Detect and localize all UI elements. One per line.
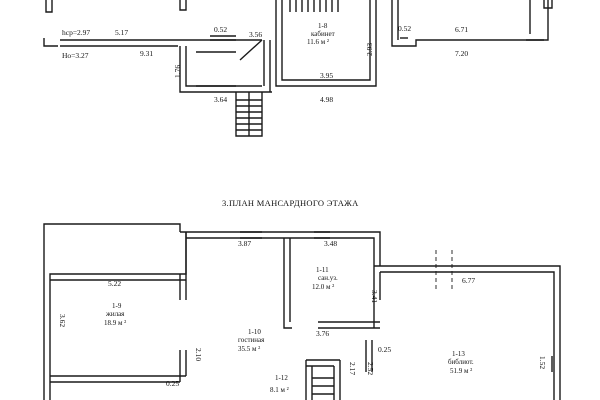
dim-5-22: 5.22 <box>108 279 121 288</box>
dim-3-41: 3.41 <box>370 290 379 303</box>
room-1-10-area: 35.5 м ² <box>238 345 260 353</box>
dim-0-52-b: 0.52 <box>398 24 411 33</box>
dim-1-52: 1.52 <box>538 356 547 369</box>
room-1-9-name: жилая <box>105 310 125 318</box>
upper-floor-walls <box>43 0 553 137</box>
dim-3-87: 3.87 <box>238 239 251 248</box>
dim-3-56: 3.56 <box>249 30 262 39</box>
dim-4-98: 4.98 <box>320 95 333 104</box>
room-1-10-id: 1-10 <box>248 328 261 336</box>
dim-5-17: 5.17 <box>115 28 128 37</box>
dim-0-25-b: 0.25 <box>166 379 179 388</box>
dim-2-52: 2.52 <box>366 362 375 375</box>
dim-2-10: 2.10 <box>194 348 203 361</box>
dim-3-76: 3.76 <box>316 329 329 338</box>
dim-0-52-a: 0.52 <box>214 25 227 34</box>
dim-9-31: 9.31 <box>140 49 153 58</box>
room-1-10-name: гостиная <box>238 336 265 344</box>
room-1-9-area: 18.9 м ² <box>104 319 126 327</box>
dim-3-95: 3.95 <box>320 71 333 80</box>
mansard-floor-walls <box>43 223 561 400</box>
dim-3-48: 3.48 <box>324 239 337 248</box>
ho-label: Ho=3.27 <box>62 51 89 60</box>
dim-1-76: 1.76 <box>173 65 182 78</box>
room-1-12-id: 1-12 <box>275 374 288 382</box>
room-1-8-name: кабинет <box>311 30 335 38</box>
dim-3-64: 3.64 <box>214 95 227 104</box>
room-1-11-area: 12.0 м ² <box>312 283 334 291</box>
dim-0-25-a: 0.25 <box>378 345 391 354</box>
room-1-13-name: библиот. <box>448 358 474 366</box>
room-1-8-id: 1-8 <box>318 22 328 30</box>
dim-6-77: 6.77 <box>462 276 475 285</box>
room-1-8-area: 11.6 м ² <box>307 38 329 46</box>
dim-7-20: 7.20 <box>455 49 468 58</box>
dim-6-71: 6.71 <box>455 25 468 34</box>
room-1-11-id: 1-11 <box>316 266 329 274</box>
room-1-13-area: 51.9 м ² <box>450 367 472 375</box>
room-1-11-name: сан.уз. <box>318 274 338 282</box>
plan-title: 3.ПЛАН МАНСАРДНОГО ЭТАЖА <box>222 198 359 208</box>
dim-2-17: 2.17 <box>348 362 357 375</box>
room-1-13-id: 1-13 <box>452 350 465 358</box>
hcp-label: hcp=2.97 <box>62 28 90 37</box>
room-1-12-area: 8.1 м ² <box>270 386 289 394</box>
room-1-9-id: 1-9 <box>112 302 122 310</box>
dim-2-93: 2.93 <box>365 43 374 56</box>
dim-3-62: 3.62 <box>58 314 67 327</box>
